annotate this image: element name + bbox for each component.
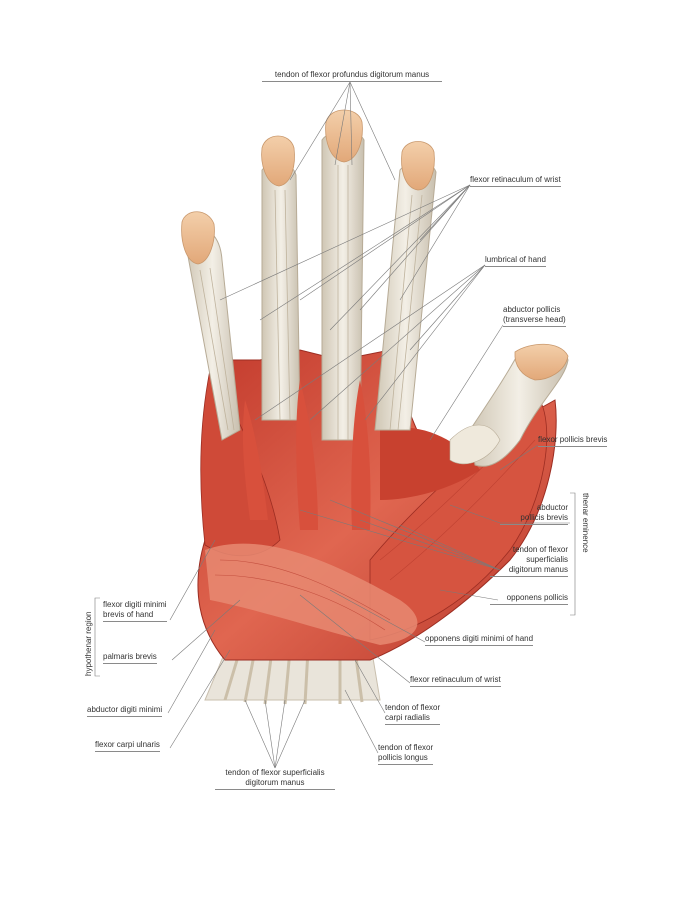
label-flexor-superficialis-bottom: tendon of flexor superficialis digitorum…	[215, 768, 335, 790]
label-abductor-pollicis-brevis: abductor pollicis brevis	[500, 503, 568, 525]
fingers	[181, 109, 437, 530]
label-flexor-carpi-ulnaris: flexor carpi ulnaris	[95, 740, 160, 752]
label-thenar-eminence: thenar eminence	[581, 493, 590, 553]
thumb	[449, 343, 569, 467]
label-lumbrical: lumbrical of hand	[485, 255, 546, 267]
label-flexor-pollicis-brevis: flexor pollicis brevis	[538, 435, 608, 447]
label-flexor-retinaculum-bottom: flexor retinaculum of wrist	[410, 675, 501, 687]
label-flexor-profundus: tendon of flexor profundus digitorum man…	[262, 70, 442, 82]
label-hypothenar-region: hypothenar region	[84, 611, 93, 677]
label-opponens-pollicis: opponens pollicis	[490, 593, 568, 605]
label-tendon-superficialis-right: tendon of flexor superficialis digitorum…	[490, 545, 568, 577]
label-flexor-carpi-radialis: tendon of flexor carpi radialis	[385, 703, 441, 725]
label-abductor-digiti-minimi: abductor digiti minimi	[87, 705, 163, 717]
leader-lines	[94, 81, 576, 769]
label-flexor-retinaculum-top: flexor retinaculum of wrist	[470, 175, 561, 187]
label-palmaris-brevis: palmaris brevis	[103, 652, 157, 664]
label-flexor-pollicis-longus: tendon of flexor pollicis longus	[378, 743, 434, 765]
label-opponens-digiti-minimi: opponens digiti minimi of hand	[425, 634, 534, 646]
label-abductor-pollicis: abductor pollicis (transverse head)	[503, 305, 566, 327]
label-flexor-digiti-minimi: flexor digiti minimi brevis of hand	[103, 600, 167, 622]
